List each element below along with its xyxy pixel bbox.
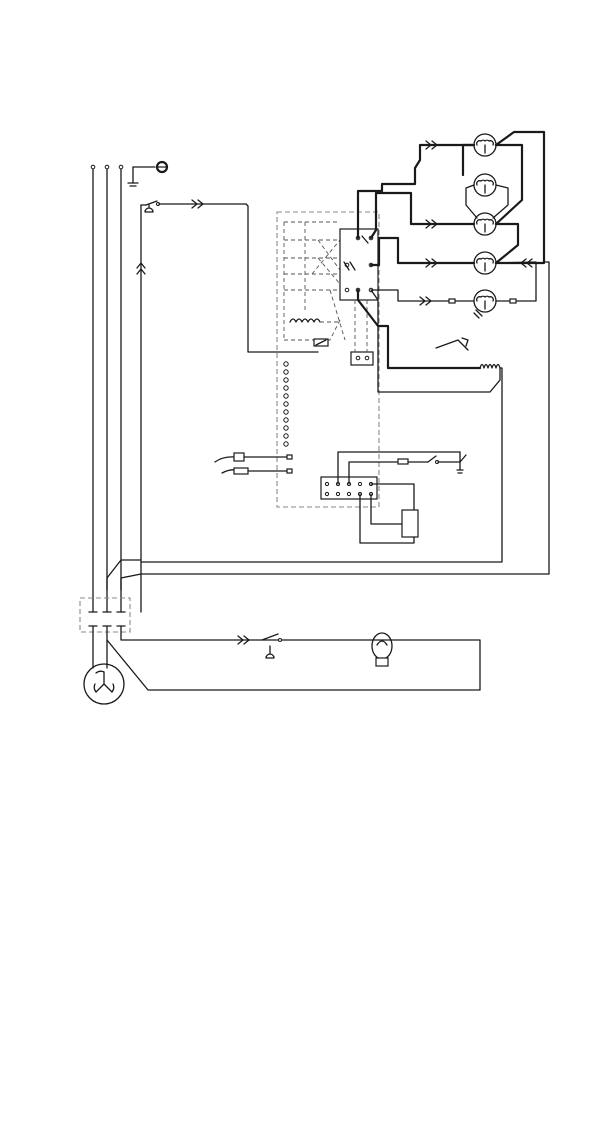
lamp-icon: [372, 633, 392, 659]
heating-elements: [463, 132, 544, 318]
relay-coil-icon: [290, 319, 320, 322]
heating-element-1: [474, 134, 496, 156]
small-relay: [351, 300, 373, 365]
three-phase-motor: [84, 626, 480, 704]
top-switch: [141, 200, 318, 352]
thermostat-probe: [215, 453, 292, 474]
heater-coil-icon: [480, 365, 500, 369]
terminal-strip: [284, 362, 288, 446]
ground-terminal: [128, 162, 167, 186]
heating-element-4: [474, 252, 496, 274]
heating-element-5: [474, 290, 496, 318]
switch-and-lamp-circuit: [238, 633, 392, 666]
heating-element-2: [474, 174, 496, 196]
auxiliary-heater: [141, 290, 502, 562]
timer-control-block: [321, 452, 466, 499]
power-supply-lines: [91, 165, 145, 600]
junction-box: [80, 598, 141, 632]
heating-element-3: [474, 213, 496, 235]
